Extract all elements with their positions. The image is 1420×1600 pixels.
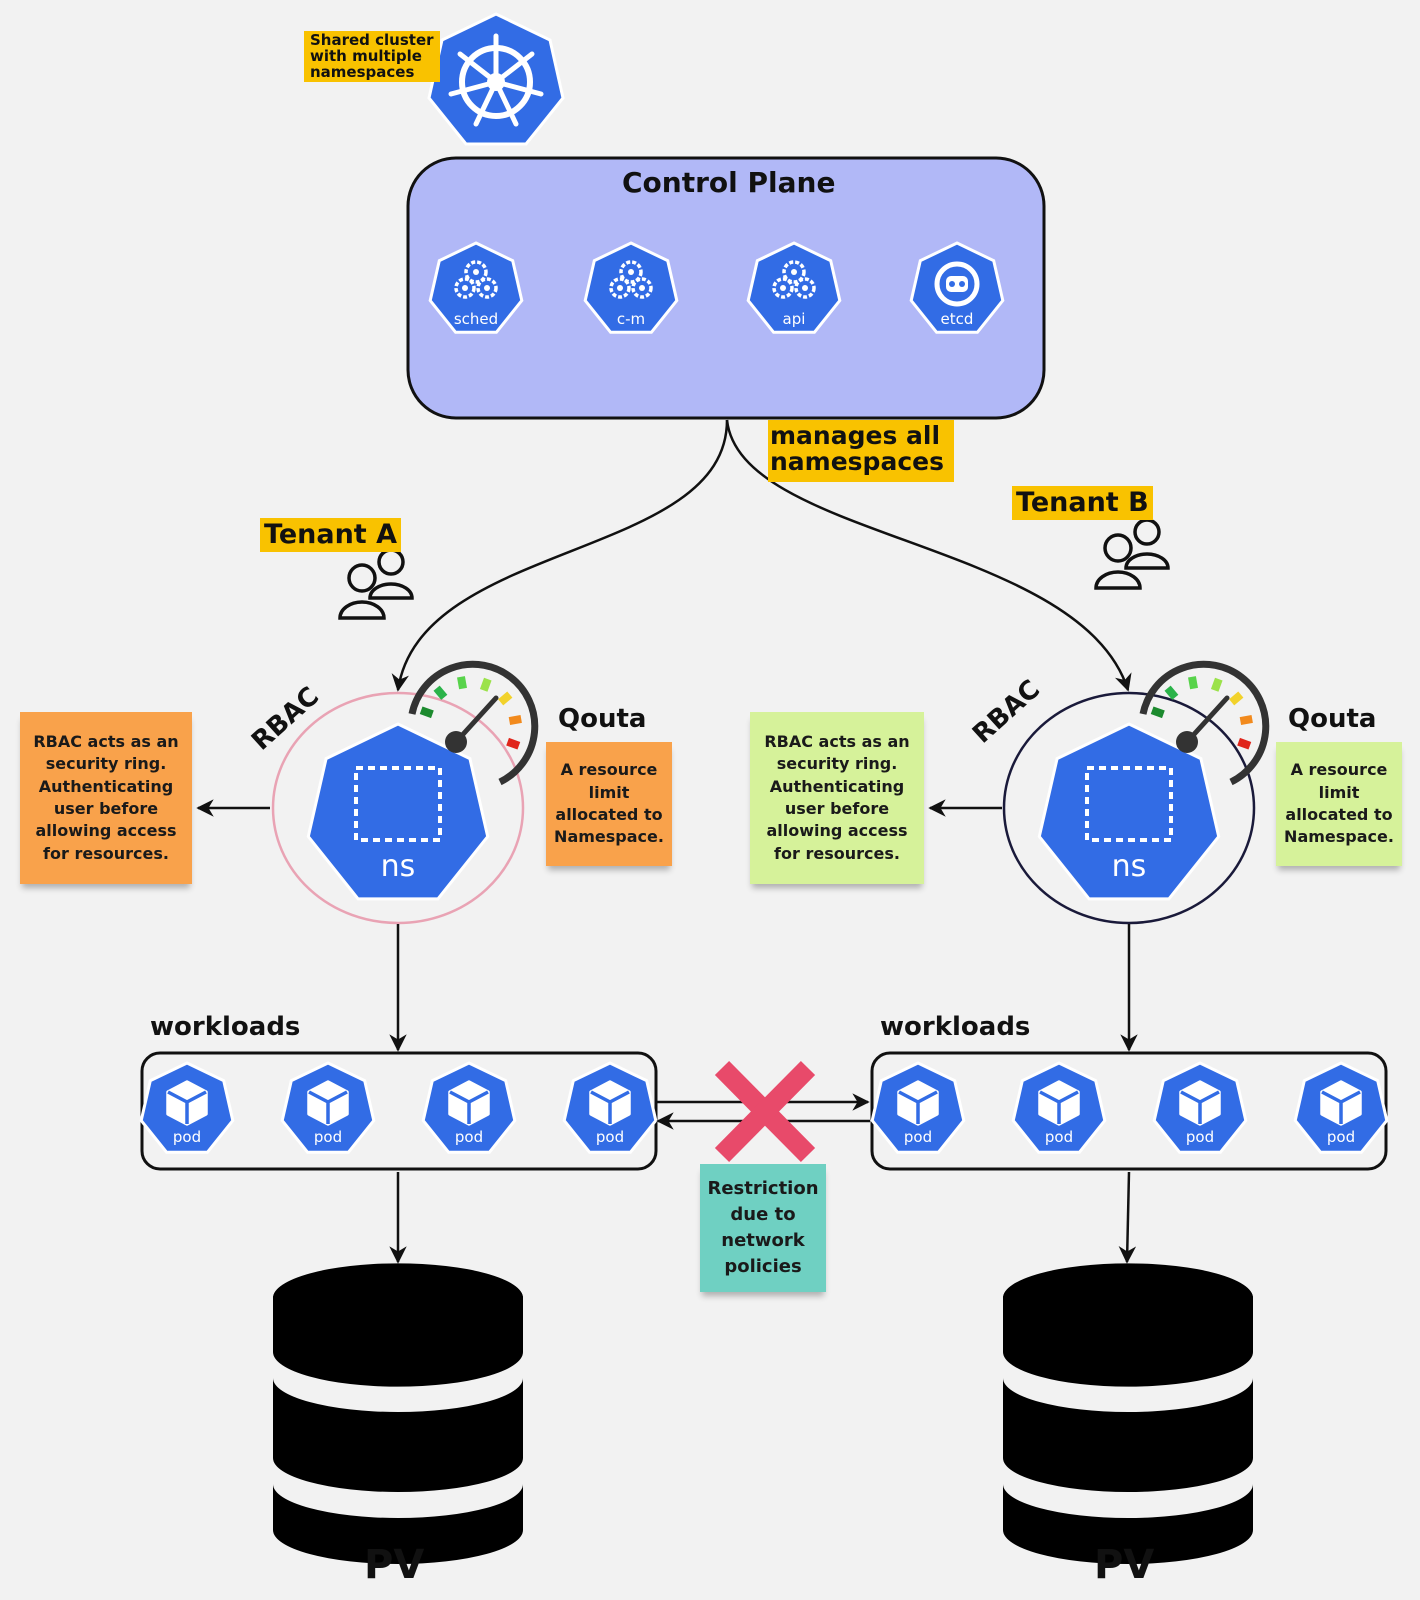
pod-label: pod — [596, 1128, 624, 1146]
pod-label: pod — [173, 1128, 201, 1146]
component-sched: sched — [428, 241, 524, 334]
rbac-note-tenant-a: RBAC acts as an security ring. Authentic… — [20, 712, 192, 884]
pod-tenant-b-3: pod — [1152, 1061, 1248, 1154]
workloads-label-tenant-a: workloads — [150, 1012, 301, 1042]
users-icon-tenant-b — [1094, 518, 1170, 590]
control-plane-title: Control Plane — [622, 166, 836, 199]
cube-icon — [1320, 1080, 1362, 1126]
pod-label: pod — [1186, 1128, 1214, 1146]
rbac-ring — [271, 691, 525, 925]
component-etcd: etcd — [909, 241, 1005, 334]
pod-tenant-b-4: pod — [1293, 1061, 1389, 1154]
component-c-m: c-m — [583, 241, 679, 334]
quota-label-tenant-b: Qouta — [1288, 704, 1377, 734]
quota-label-tenant-a: Qouta — [558, 704, 647, 734]
connector-control-plane-to-tenant-a — [391, 419, 729, 692]
etcd-robot-icon — [934, 261, 980, 307]
cube-icon — [448, 1080, 490, 1126]
namespace-label: ns — [381, 849, 416, 884]
component-label: api — [783, 310, 806, 328]
kubernetes-cluster-icon — [427, 12, 565, 146]
pod-tenant-a-4: pod — [562, 1061, 658, 1154]
cube-icon — [166, 1080, 208, 1126]
pod-tenant-a-1: pod — [139, 1061, 235, 1154]
pod-tenant-a-3: pod — [421, 1061, 517, 1154]
namespace-tenant-b: ns — [1002, 660, 1270, 925]
connector-control-plane-to-tenant-b — [725, 419, 1132, 692]
namespace-label: ns — [1112, 849, 1147, 884]
workloads-label-tenant-b: workloads — [880, 1012, 1031, 1042]
pv-label-tenant-a: PV — [364, 1542, 425, 1588]
component-label: c-m — [617, 310, 645, 328]
namespace-tenant-a: ns — [271, 660, 539, 925]
rbac-note-tenant-b: RBAC acts as an security ring. Authentic… — [750, 712, 924, 884]
tenant-b-label: Tenant B — [1012, 486, 1153, 521]
cube-icon — [1038, 1080, 1080, 1126]
pv-label-tenant-b: PV — [1094, 1542, 1155, 1588]
pod-label: pod — [1327, 1128, 1355, 1146]
control-plane-box — [406, 156, 1046, 420]
cluster-label: Shared cluster with multiple namespaces — [304, 31, 440, 83]
pod-tenant-a-2: pod — [280, 1061, 376, 1154]
blocked-x-icon — [714, 1060, 816, 1163]
cube-icon — [897, 1080, 939, 1126]
cube-icon — [1179, 1080, 1221, 1126]
cube-icon — [307, 1080, 349, 1126]
cube-icon — [589, 1080, 631, 1126]
pod-label: pod — [455, 1128, 483, 1146]
tenant-a-label: Tenant A — [260, 518, 402, 553]
quota-note-tenant-a: A resource limit allocated to Namespace. — [546, 742, 672, 866]
network-policy-note: Restriction due to network policies — [700, 1164, 826, 1292]
pod-label: pod — [904, 1128, 932, 1146]
database-icon-tenant-b — [1003, 1263, 1253, 1564]
gears-icon — [454, 260, 498, 299]
control-plane-components: sched c-m api etcd — [428, 241, 1005, 334]
component-label: sched — [454, 310, 498, 328]
quota-note-tenant-b: A resource limit allocated to Namespace. — [1276, 742, 1402, 866]
manages-all-namespaces-label: manages all namespaces — [768, 420, 954, 482]
pod-tenant-b-2: pod — [1011, 1061, 1107, 1154]
namespace-boundary-icon — [354, 766, 442, 842]
database-icon-tenant-a — [273, 1263, 523, 1564]
pod-label: pod — [1045, 1128, 1073, 1146]
pod-label: pod — [314, 1128, 342, 1146]
arrow-workloads-b-to-pv — [1118, 1171, 1137, 1264]
rbac-ring — [1002, 691, 1256, 925]
namespace-boundary-icon — [1085, 766, 1173, 842]
gears-icon — [609, 260, 653, 299]
quota-gauge-icon — [408, 660, 539, 786]
component-label: etcd — [941, 310, 974, 328]
quota-gauge-icon — [1139, 660, 1270, 786]
users-icon-tenant-a — [338, 548, 414, 620]
component-api: api — [746, 241, 842, 334]
gears-icon — [772, 260, 816, 299]
pod-tenant-b-1: pod — [870, 1061, 966, 1154]
